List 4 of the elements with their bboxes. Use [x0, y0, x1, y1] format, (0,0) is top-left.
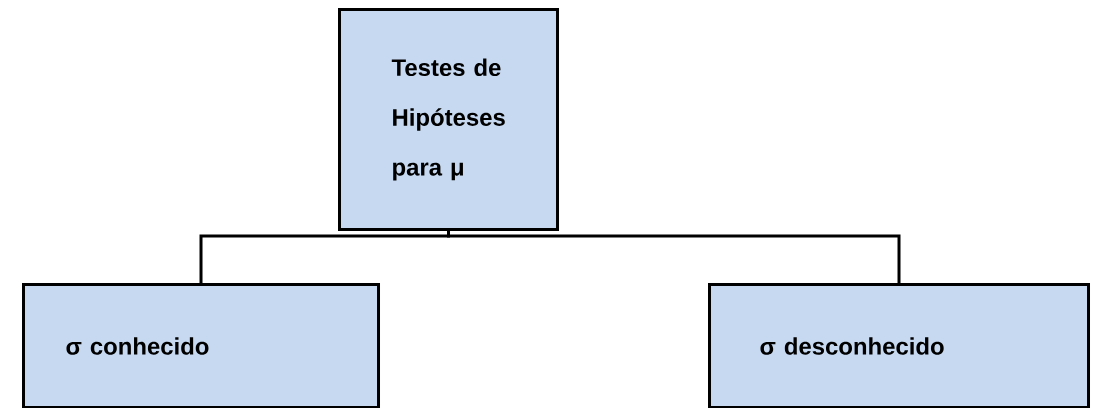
- process-box: σ conhecido: [22, 283, 380, 408]
- process-box: Testes de Hipóteses para μ: [338, 8, 559, 231]
- connector-line: [199, 231, 450, 283]
- process-box: σ desconhecido: [708, 283, 1090, 408]
